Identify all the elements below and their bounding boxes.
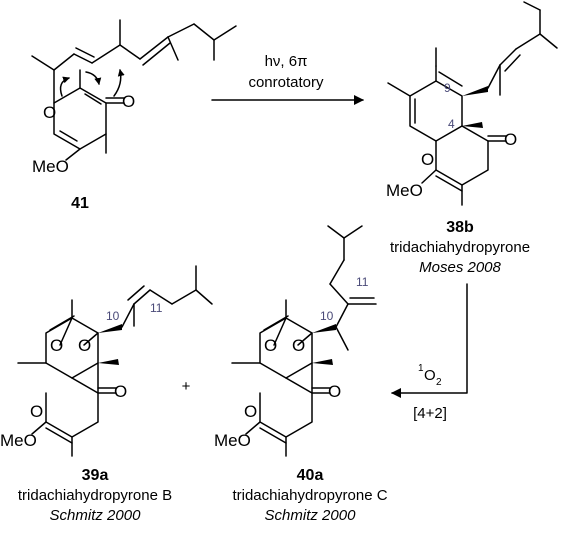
plus-sign: + — [182, 378, 191, 395]
c38b-number: 38b — [446, 219, 474, 236]
singlet-oxygen-main: O — [424, 367, 436, 384]
c39a-name: tridachiahydropyrone B — [18, 487, 172, 504]
c40a-reference: Schmitz 2000 — [265, 507, 357, 524]
compound-39a: O O O O MeO 11 10 39a tridachiahydropyro… — [0, 265, 213, 524]
reaction-arrow-2: 1 O 2 [4+2] — [391, 283, 468, 422]
c39a-locant-10: 10 — [106, 309, 120, 323]
c40a-peroxide-o1: O — [264, 336, 277, 355]
c41-ring-oxygen: O — [43, 103, 56, 122]
c39a-peroxide-o1: O — [50, 336, 63, 355]
c39a-peroxide-o2: O — [78, 336, 91, 355]
c40a-number: 40a — [297, 467, 324, 484]
c41-number: 41 — [71, 195, 89, 212]
cycloaddition-conditions: [4+2] — [413, 405, 447, 422]
c38b-locant-9: 9 — [444, 81, 451, 95]
c40a-ring-oxygen: O — [244, 402, 257, 421]
c39a-ring-oxygen: O — [30, 402, 43, 421]
c39a-number: 39a — [82, 467, 109, 484]
c39a-reference: Schmitz 2000 — [50, 507, 142, 524]
c38b-carbonyl-oxygen: O — [504, 130, 517, 149]
conditions-line-1: hν, 6π — [265, 53, 308, 70]
c39a-carbonyl-oxygen: O — [114, 382, 127, 401]
c41-methoxy: MeO — [32, 157, 69, 176]
c38b-name: tridachiahydropyrone — [390, 239, 530, 256]
c40a-name: tridachiahydropyrone C — [232, 487, 387, 504]
reaction-arrow-1: hν, 6π conrotatory — [211, 53, 364, 105]
c40a-peroxide-o2: O — [292, 336, 305, 355]
c40a-methoxy: MeO — [214, 431, 251, 450]
compound-38b: O O MeO 9 4 38b tridachiahydropyrone Mos… — [386, 1, 558, 276]
conditions-line-2: conrotatory — [248, 74, 324, 91]
c41-carbonyl-oxygen: O — [122, 92, 135, 111]
c40a-locant-11: 11 — [356, 275, 369, 289]
c39a-methoxy: MeO — [0, 431, 37, 450]
compound-40a: O O O O MeO 11 10 40a tridachiahydropyro… — [214, 225, 388, 524]
singlet-oxygen-superscript: 1 — [418, 363, 424, 374]
c40a-carbonyl-oxygen: O — [328, 382, 341, 401]
c38b-methoxy: MeO — [386, 181, 423, 200]
c38b-reference: Moses 2008 — [419, 259, 501, 276]
c40a-locant-10: 10 — [320, 309, 334, 323]
c38b-ring-oxygen: O — [421, 150, 434, 169]
c39a-locant-11: 11 — [150, 301, 163, 315]
compound-41: O O MeO 41 — [31, 19, 237, 212]
singlet-oxygen-subscript: 2 — [436, 377, 442, 388]
c38b-locant-4: 4 — [448, 117, 455, 131]
